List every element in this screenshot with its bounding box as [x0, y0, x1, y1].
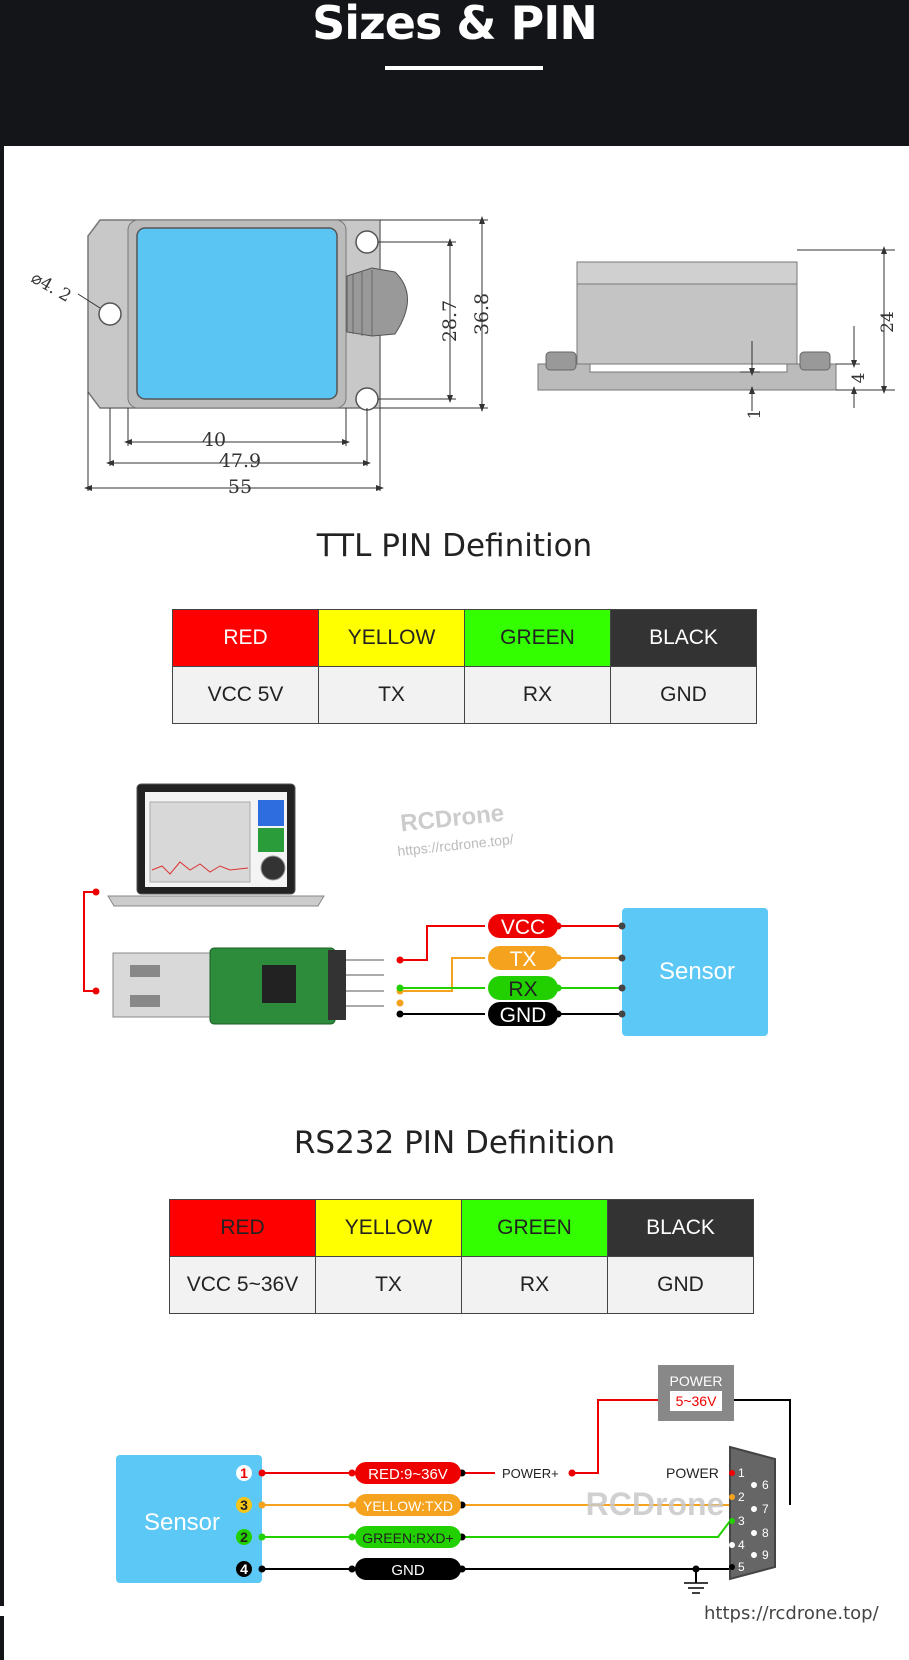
db9-pin-2: 2 — [738, 1490, 745, 1504]
ttl-color-black: BLACK — [610, 609, 757, 667]
db9-pin-5: 5 — [738, 1560, 745, 1574]
ttl-wire-rx: RX — [488, 976, 558, 1001]
rs232-wire-gnd: GND — [355, 1558, 461, 1580]
table-row: VCC 5V TX RX GND — [172, 666, 757, 724]
top-view — [87, 219, 408, 411]
rs232-power-box-title: POWER — [670, 1373, 723, 1389]
rs232-pin-1: 1 — [240, 1465, 248, 1481]
dim-47-9: 47.9 — [219, 450, 261, 472]
rs232-title: RS232 PIN Definition — [293, 1125, 616, 1161]
dim-1: 1 — [745, 409, 765, 420]
ttl-wire-tx-label: TX — [510, 948, 537, 971]
rs232-value-gnd: GND — [607, 1256, 754, 1314]
title-underline — [385, 66, 543, 70]
ttl-value-tx: TX — [318, 666, 465, 724]
left-border — [0, 146, 4, 1606]
table-row: RED YELLOW GREEN BLACK — [172, 609, 757, 667]
rs232-wire-gnd-label: GND — [391, 1562, 425, 1579]
db9-pin-6: 6 — [762, 1478, 769, 1492]
dim-40: 40 — [202, 429, 226, 451]
ttl-color-red: RED — [172, 609, 319, 667]
rs232-color-yellow: YELLOW — [315, 1199, 462, 1257]
db9-power-label: POWER — [666, 1465, 719, 1481]
rs232-power-box: POWER 5~36V — [658, 1365, 734, 1421]
ttl-wire-gnd: GND — [488, 1002, 558, 1027]
ttl-value-gnd: GND — [610, 666, 757, 724]
rs232-sensor-label: Sensor — [144, 1509, 220, 1536]
rs232-wire-yellow: YELLOW:TXD — [355, 1494, 461, 1516]
dim-24: 24 — [878, 311, 898, 333]
db9-pin-7: 7 — [762, 1502, 769, 1516]
rs232-pin-table: RED YELLOW GREEN BLACK VCC 5~36V TX RX G… — [169, 1199, 754, 1314]
db9-pin-3: 3 — [738, 1514, 745, 1528]
rs232-watermark: RCDrone — [586, 1486, 725, 1522]
dim-36-8: 36.8 — [471, 293, 493, 335]
dim-28-7: 28.7 — [439, 300, 461, 342]
page-title: Sizes & PIN — [312, 0, 598, 50]
db9-pin-4: 4 — [738, 1538, 745, 1552]
ttl-sensor-box: Sensor — [622, 908, 768, 1036]
side-view — [537, 261, 837, 391]
footer-url: https://rcdrone.top/ — [704, 1603, 879, 1624]
ttl-wire-rx-label: RX — [508, 978, 537, 1001]
dim-hole: ⌀4. 2 — [28, 268, 75, 307]
rs232-pin-2: 2 — [240, 1529, 248, 1545]
db9-pin-9: 9 — [762, 1548, 769, 1562]
ttl-watermark: RCDrone — [399, 800, 505, 838]
ttl-color-yellow: YELLOW — [318, 609, 465, 667]
rs232-wire-yellow-label: YELLOW:TXD — [363, 1498, 453, 1514]
ttl-wire-vcc: VCC — [488, 914, 558, 939]
rs232-sensor-box: Sensor — [116, 1455, 262, 1583]
page-header: Sizes & PIN — [0, 0, 909, 146]
ttl-wire-gnd-label: GND — [500, 1004, 547, 1027]
dim-55: 55 — [228, 476, 252, 498]
db9-pin-1: 1 — [738, 1466, 745, 1480]
rs232-power-plus-label: POWER+ — [502, 1466, 559, 1481]
table-row: VCC 5~36V TX RX GND — [169, 1256, 754, 1314]
ttl-sensor-label: Sensor — [659, 958, 735, 985]
rs232-power-box-value: 5~36V — [676, 1393, 718, 1409]
rs232-color-green: GREEN — [461, 1199, 608, 1257]
rs232-color-black: BLACK — [607, 1199, 754, 1257]
ttl-value-rx: RX — [464, 666, 611, 724]
left-border-bottom — [0, 1616, 4, 1660]
dim-4: 4 — [849, 373, 869, 384]
rs232-wiring-diagram: Sensor 1 3 2 4 — [116, 1365, 791, 1594]
ttl-color-green: GREEN — [464, 609, 611, 667]
rs232-value-rx: RX — [461, 1256, 608, 1314]
ttl-wire-tx: TX — [488, 946, 558, 971]
rs232-wire-green-label: GREEN:RXD+ — [362, 1530, 453, 1546]
rs232-color-red: RED — [169, 1199, 316, 1257]
table-row: RED YELLOW GREEN BLACK — [169, 1199, 754, 1257]
dimension-drawing: 40 47.9 55 28.7 36.8 ⌀4. 2 24 4 1 — [28, 216, 898, 498]
usb-ttl-adapter-icon — [112, 947, 384, 1025]
rs232-wire-red: RED:9~36V — [355, 1462, 461, 1484]
rs232-wire-red-label: RED:9~36V — [368, 1466, 448, 1483]
laptop-icon — [107, 783, 325, 907]
rs232-value-tx: TX — [315, 1256, 462, 1314]
rs232-wire-green: GREEN:RXD+ — [355, 1526, 461, 1548]
ttl-wiring-diagram: RCDrone https://rcdrone.top/ VCC — [83, 783, 768, 1036]
ttl-value-vcc: VCC 5V — [172, 666, 319, 724]
ttl-title: TTL PIN Definition — [316, 528, 593, 564]
db9-connector-icon — [729, 1445, 776, 1581]
rs232-value-vcc: VCC 5~36V — [169, 1256, 316, 1314]
rs232-pin-3: 3 — [240, 1497, 248, 1513]
rs232-pin-4: 4 — [240, 1561, 248, 1577]
ttl-wire-vcc-label: VCC — [501, 916, 545, 939]
ttl-pin-table: RED YELLOW GREEN BLACK VCC 5V TX RX GND — [172, 609, 757, 724]
db9-pin-8: 8 — [762, 1526, 769, 1540]
